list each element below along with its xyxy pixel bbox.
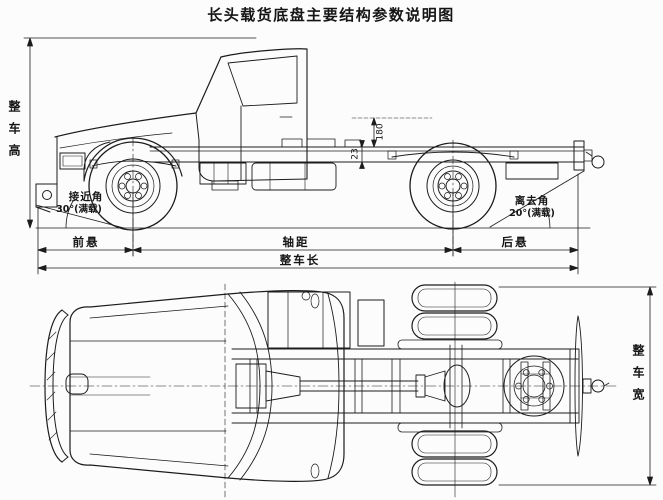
departure-angle-label: 离去角 [514, 195, 550, 207]
side-view-drawing [35, 48, 605, 257]
wheelbase-label: 轴距 [282, 235, 310, 249]
front-wheel [88, 137, 178, 257]
frame-top-dim-180: 180 [375, 123, 386, 141]
overall-height-label: 整车高 [7, 100, 21, 166]
plan-view-drawing [29, 281, 619, 498]
approach-angle-label: 接近角 [68, 191, 104, 203]
diagram-title: 长头载货底盘主要结构参数说明图 [207, 6, 455, 24]
departure-angle-value: 20°(满载) [509, 208, 555, 219]
overall-length-label: 整车长 [279, 253, 321, 267]
overall-width-label: 整车宽 [631, 344, 645, 410]
rear-dual-wheels [411, 284, 498, 486]
spare-wheel [503, 355, 565, 417]
front-overhang-label: 前悬 [72, 235, 100, 249]
rail-section-dim-23: 23 [350, 148, 361, 160]
rear-wheel [409, 139, 497, 257]
rear-overhang-label: 后悬 [501, 235, 529, 249]
approach-angle-value: 30°(满载) [56, 204, 102, 215]
dimension-lines [23, 37, 657, 486]
